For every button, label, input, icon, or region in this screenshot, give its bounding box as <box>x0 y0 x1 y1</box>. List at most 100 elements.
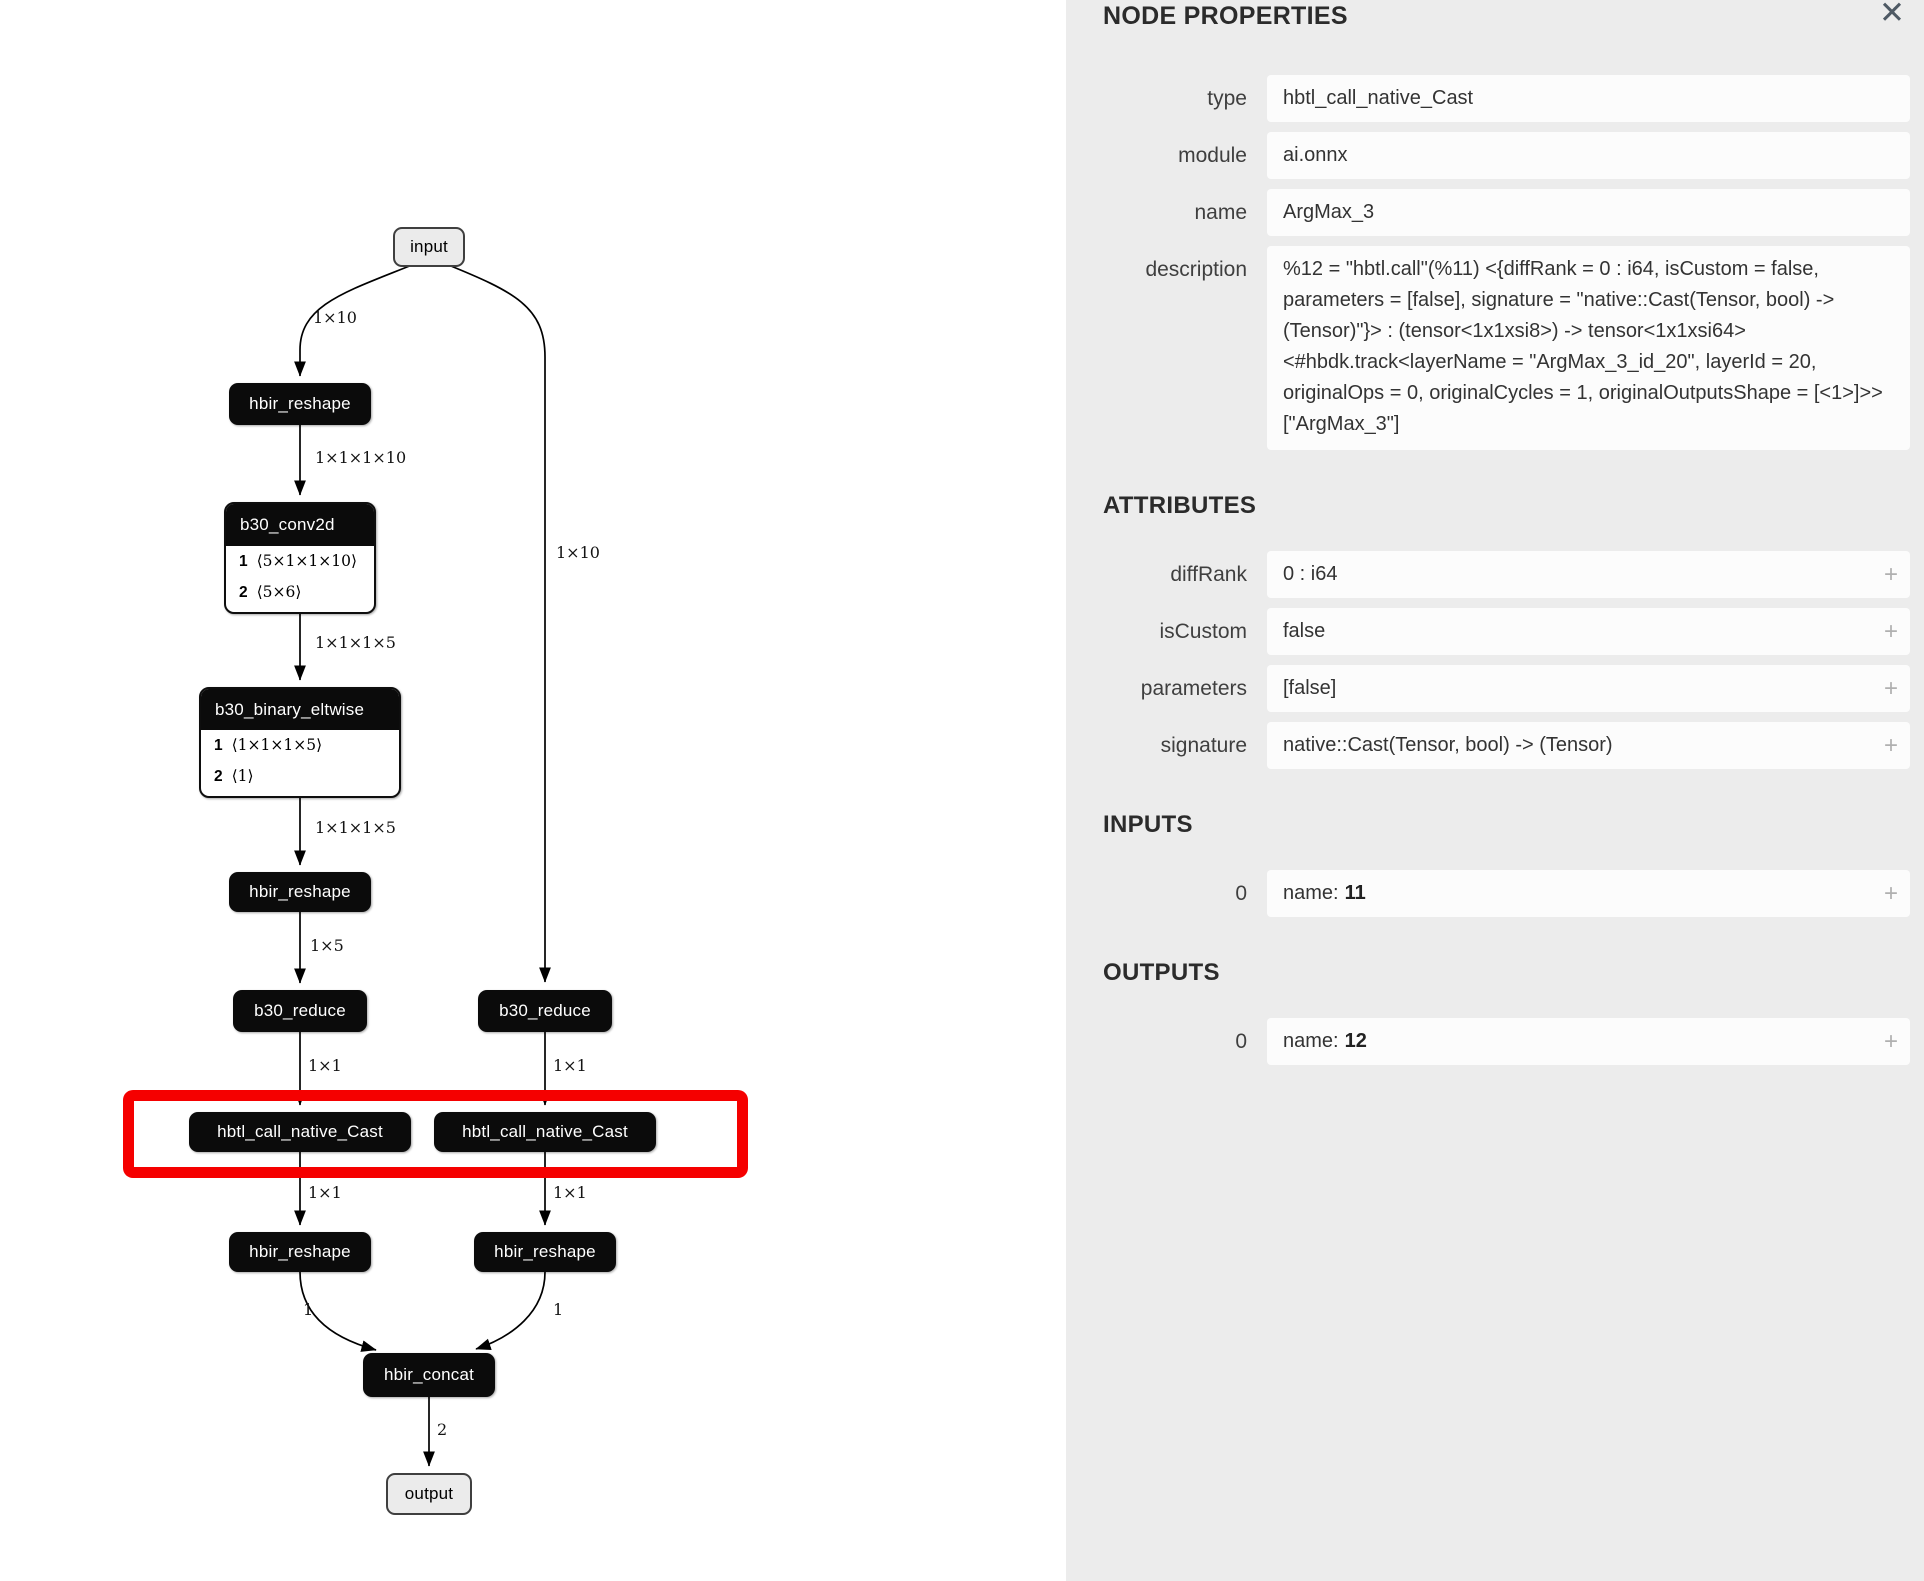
param-index: 1 <box>214 737 223 754</box>
param-index: 1 <box>239 553 248 570</box>
edge-label: 1×10 <box>556 543 600 562</box>
edge-reshape3-to-concat <box>299 1271 377 1352</box>
graph-node-output[interactable]: output <box>386 1473 472 1515</box>
outputs-section-title: OUTPUTS <box>1103 959 1220 986</box>
property-row-description: description %12 = "hbtl.call"(%11) <{dif… <box>1066 246 1910 450</box>
edge-label: 1 <box>553 1300 564 1319</box>
inputs-section-title: INPUTS <box>1103 811 1193 838</box>
graph-node-hbir-reshape-2[interactable]: hbir_reshape <box>229 872 371 912</box>
iscustom-value-field: false + <box>1267 608 1910 655</box>
edge-label: 1×1 <box>308 1056 342 1075</box>
name-value-field: ArgMax_3 <box>1267 189 1910 236</box>
diffrank-value-field: 0 : i64 + <box>1267 551 1910 598</box>
attribute-row-parameters: parameters [false] + <box>1066 665 1910 712</box>
field-value: false <box>1283 620 1326 642</box>
input-name-label: name: <box>1283 882 1339 904</box>
field-value: ArgMax_3 <box>1283 201 1375 223</box>
input-value-field[interactable]: name: 11 + <box>1267 870 1910 917</box>
input-row-0: 0 name: 11 + <box>1066 870 1910 917</box>
expand-attribute-button[interactable]: + <box>1883 617 1898 645</box>
field-label: signature <box>1160 734 1247 757</box>
graph-node-hbir-reshape-3[interactable]: hbir_reshape <box>229 1232 371 1272</box>
field-label: module <box>1178 144 1247 167</box>
expand-attribute-button[interactable]: + <box>1883 674 1898 702</box>
node-param-row: 1 ⟨1×1×1×5⟩ <box>201 730 399 761</box>
module-value-field: ai.onnx <box>1267 132 1910 179</box>
expand-output-button[interactable]: + <box>1883 1027 1898 1055</box>
graph-node-b30-reduce-left[interactable]: b30_reduce <box>233 990 367 1032</box>
close-icon[interactable]: ✕ <box>1879 0 1905 30</box>
param-shape: ⟨1⟩ <box>231 767 254 785</box>
field-value: 0 : i64 <box>1283 563 1338 585</box>
graph-node-b30-binary-eltwise[interactable]: b30_binary_eltwise 1 ⟨1×1×1×5⟩ 2⟨1⟩ <box>199 687 401 798</box>
edge-label: 1×1×1×5 <box>315 818 396 837</box>
graph-canvas[interactable]: input hbir_reshape b30_conv2d 1 ⟨5×1×1×10… <box>0 0 1066 1581</box>
graph-node-input[interactable]: input <box>393 227 465 267</box>
panel-title: NODE PROPERTIES <box>1103 2 1348 30</box>
panel-header: NODE PROPERTIES ✕ <box>1066 0 1910 30</box>
field-value: hbtl_call_native_Cast <box>1283 87 1474 109</box>
param-shape: ⟨5×6⟩ <box>256 583 302 601</box>
output-index: 0 <box>1235 1030 1247 1053</box>
graph-node-b30-reduce-right[interactable]: b30_reduce <box>478 990 612 1032</box>
parameters-value-field: [false] + <box>1267 665 1910 712</box>
edge-label: 1×10 <box>313 308 357 327</box>
property-row-name: name ArgMax_3 <box>1066 189 1910 236</box>
edge-label: 1 <box>303 1300 314 1319</box>
expand-input-button[interactable]: + <box>1883 879 1898 907</box>
edge-label: 1×5 <box>310 936 344 955</box>
edge-label: 1×1×1×10 <box>315 448 407 467</box>
field-label: type <box>1207 87 1247 110</box>
output-name-value: 12 <box>1344 1030 1367 1052</box>
expand-attribute-button[interactable]: + <box>1883 731 1898 759</box>
param-shape: ⟨5×1×1×10⟩ <box>256 552 357 570</box>
output-value-field[interactable]: name: 12 + <box>1267 1018 1910 1065</box>
edge-reshape4-to-concat <box>475 1271 546 1351</box>
graph-node-b30-conv2d[interactable]: b30_conv2d 1 ⟨5×1×1×10⟩ 2 ⟨5×6⟩ <box>224 502 376 614</box>
edge-label: 1×1 <box>553 1183 587 1202</box>
node-title: b30_binary_eltwise <box>201 689 399 730</box>
edge-label: 1×1 <box>308 1183 342 1202</box>
node-properties-panel: NODE PROPERTIES ✕ type hbtl_call_native_… <box>1066 0 1924 1581</box>
output-row-0: 0 name: 12 + <box>1066 1018 1910 1065</box>
input-index: 0 <box>1235 882 1247 905</box>
attribute-row-signature: signature native::Cast(Tensor, bool) -> … <box>1066 722 1910 769</box>
input-name-value: 11 <box>1344 882 1366 904</box>
edge-input-to-reshape1 <box>294 264 413 377</box>
field-label: name <box>1194 201 1247 224</box>
graph-edges <box>294 263 551 1467</box>
edge-label: 1×1×1×5 <box>315 633 396 652</box>
node-title: b30_conv2d <box>226 504 374 546</box>
type-value-field: hbtl_call_native_Cast <box>1267 75 1910 122</box>
description-value-field: %12 = "hbtl.call"(%11) <{diffRank = 0 : … <box>1267 246 1910 450</box>
node-param-row: 1 ⟨5×1×1×10⟩ <box>226 546 374 577</box>
edge-label: 1×1 <box>553 1056 587 1075</box>
property-row-module: module ai.onnx <box>1066 132 1910 179</box>
graph-node-hbtl-call-native-cast-right[interactable]: hbtl_call_native_Cast <box>434 1112 656 1152</box>
graph-node-hbir-concat[interactable]: hbir_concat <box>363 1353 495 1397</box>
edge-label: 2 <box>437 1420 448 1439</box>
expand-attribute-button[interactable]: + <box>1883 560 1898 588</box>
property-row-type: type hbtl_call_native_Cast <box>1066 75 1910 122</box>
field-label: parameters <box>1140 677 1247 700</box>
highlight-box <box>123 1090 748 1178</box>
attribute-row-diffrank: diffRank 0 : i64 + <box>1066 551 1910 598</box>
field-value: ai.onnx <box>1283 144 1348 166</box>
param-index: 2 <box>239 584 248 601</box>
field-label: description <box>1145 258 1247 281</box>
graph-node-hbir-reshape-4[interactable]: hbir_reshape <box>474 1232 616 1272</box>
graph-node-hbir-reshape-1[interactable]: hbir_reshape <box>229 383 371 425</box>
attributes-section-title: ATTRIBUTES <box>1103 492 1257 519</box>
field-value: [false] <box>1283 677 1337 699</box>
field-label: diffRank <box>1170 563 1247 586</box>
attribute-row-iscustom: isCustom false + <box>1066 608 1910 655</box>
properties-section: type hbtl_call_native_Cast module ai.onn… <box>1066 75 1910 1065</box>
node-param-row: 2 ⟨5×6⟩ <box>226 577 374 608</box>
node-param-row: 2⟨1⟩ <box>201 761 399 792</box>
field-label: isCustom <box>1159 620 1247 643</box>
param-shape: ⟨1×1×1×5⟩ <box>231 736 323 754</box>
edge-input-to-reduce-right <box>445 263 551 983</box>
signature-value-field: native::Cast(Tensor, bool) -> (Tensor) + <box>1267 722 1910 769</box>
graph-node-hbtl-call-native-cast-left[interactable]: hbtl_call_native_Cast <box>189 1112 411 1152</box>
